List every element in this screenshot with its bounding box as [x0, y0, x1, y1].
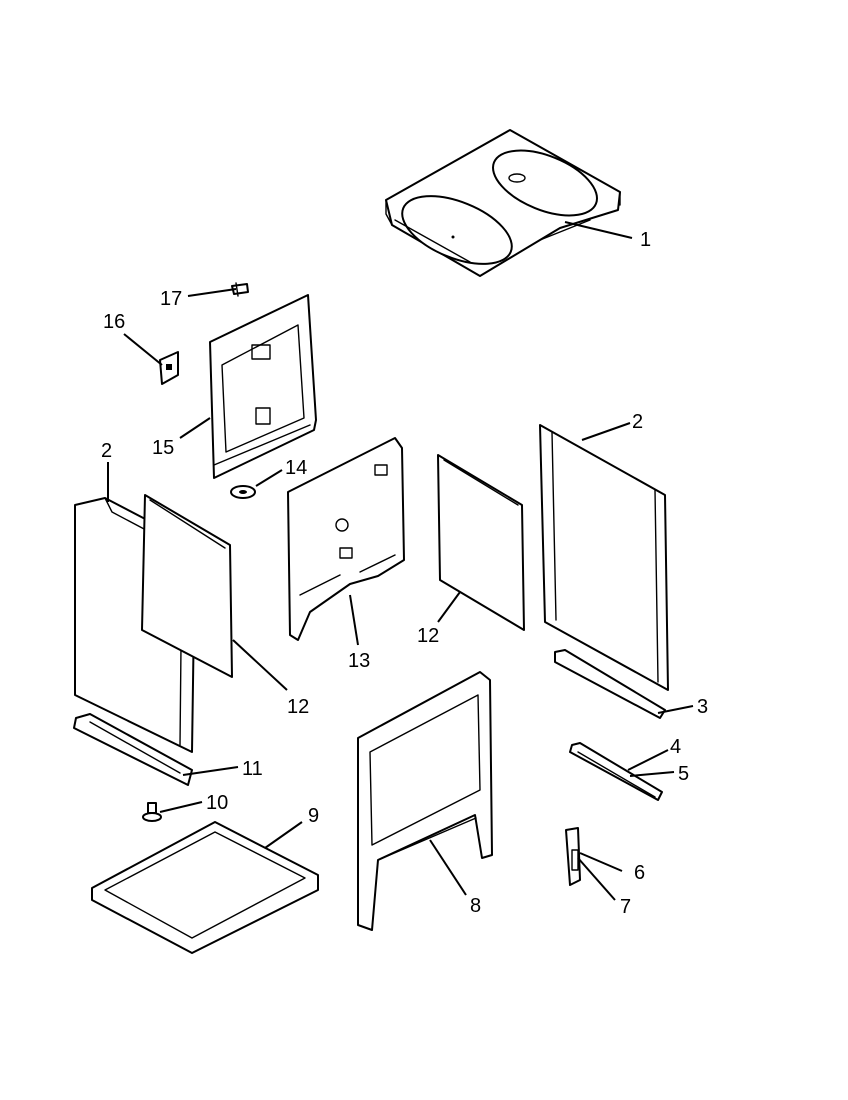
- callout-7: 7: [620, 896, 631, 918]
- part-2-right-side-panel: [539, 424, 669, 691]
- leader-12-left: [232, 639, 288, 691]
- callout-labels: 1 2 2 3 4 5 6 7 8 9 10 11 12 12 13 14 15…: [101, 229, 708, 918]
- callout-14: 14: [285, 457, 307, 479]
- leader-14: [255, 469, 283, 487]
- leader-7: [577, 857, 616, 901]
- callout-8: 8: [470, 895, 481, 917]
- leader-12-center: [437, 591, 461, 623]
- leader-4: [627, 749, 669, 771]
- callout-6: 6: [634, 862, 645, 884]
- callout-4: 4: [670, 736, 681, 758]
- part-9-drawer: [91, 821, 319, 954]
- callout-15: 15: [152, 437, 174, 459]
- leader-17: [187, 288, 237, 297]
- leader-11: [182, 766, 239, 776]
- callout-16: 16: [103, 311, 125, 333]
- leader-8: [429, 839, 467, 896]
- leader-3: [657, 705, 694, 714]
- leader-16: [123, 333, 163, 366]
- part-16-bracket: [159, 351, 179, 385]
- part-14-grommet: [230, 485, 256, 499]
- part-12-center-inner-panel: [437, 454, 525, 631]
- callout-1: 1: [640, 229, 651, 251]
- part-3-side-trim: [554, 649, 666, 719]
- callout-17: 17: [160, 288, 182, 310]
- part-12-left-inner-panel: [141, 494, 233, 678]
- leader-2-right: [581, 422, 631, 441]
- leader-lines: [107, 221, 694, 901]
- part-6-7-bracket: [565, 827, 581, 886]
- part-8-front-frame: [357, 671, 493, 931]
- leader-9: [264, 821, 303, 849]
- part-10-leveling-leg: [142, 802, 162, 822]
- callout-9: 9: [308, 805, 319, 827]
- callout-2-left: 2: [101, 440, 112, 462]
- callout-12-center: 12: [417, 625, 439, 647]
- part-13-rear-panel: [287, 437, 405, 641]
- part-1-cooktop-top: [385, 129, 621, 277]
- leader-5: [629, 771, 675, 777]
- callout-12-left: 12: [287, 696, 309, 718]
- part-17-screw: [231, 282, 249, 297]
- callout-10: 10: [206, 792, 228, 814]
- leader-10: [159, 801, 203, 813]
- callout-5: 5: [678, 763, 689, 785]
- callout-11: 11: [242, 758, 263, 780]
- part-15-back-panel: [209, 294, 317, 479]
- leader-1: [564, 221, 633, 239]
- callout-13: 13: [348, 650, 370, 672]
- part-11-bottom-trim: [73, 713, 193, 786]
- part-4-5-channel: [569, 742, 663, 801]
- callout-3: 3: [697, 696, 708, 718]
- callout-2-right: 2: [632, 411, 643, 433]
- leader-13: [349, 594, 359, 646]
- leader-15: [179, 417, 211, 439]
- leader-6: [579, 852, 623, 872]
